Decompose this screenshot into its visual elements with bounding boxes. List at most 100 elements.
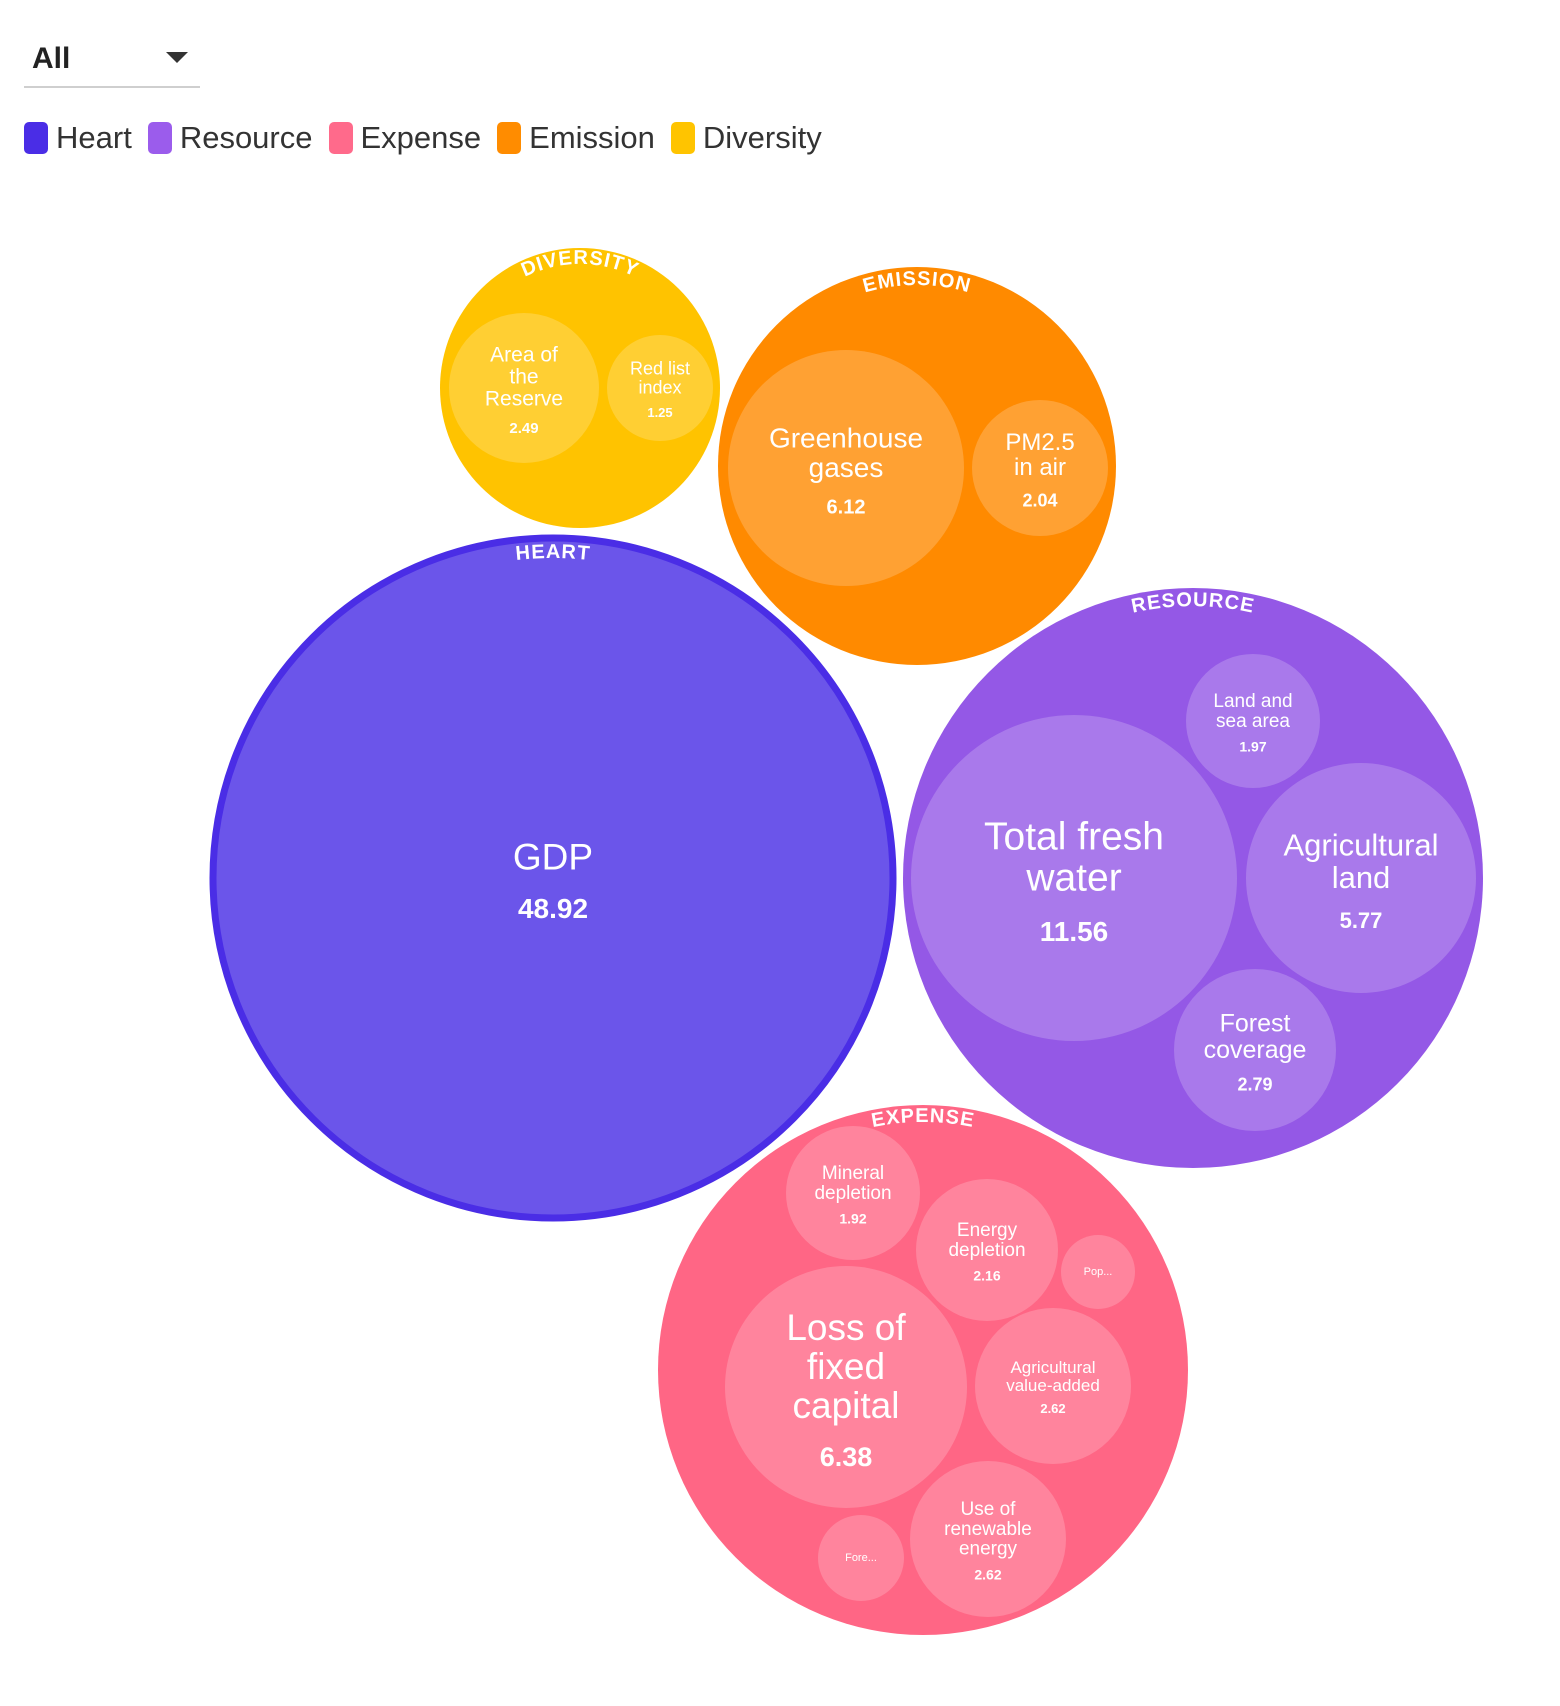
bubble-label: Energy <box>957 1220 1018 1241</box>
legend-label: Expense <box>360 120 482 155</box>
item-bubble[interactable] <box>972 400 1108 536</box>
bubble-label: Fore... <box>845 1552 877 1564</box>
filter-selected-value: All <box>32 42 71 75</box>
bubble-label: PM2.5 <box>1005 429 1074 456</box>
bubble-label: GDP <box>513 836 593 877</box>
legend-swatch <box>328 122 353 154</box>
bubble-label: Forest <box>1220 1010 1291 1038</box>
legend-label: Resource <box>179 120 313 155</box>
caret-down-icon <box>166 52 188 63</box>
bubble-label: energy <box>959 1539 1018 1560</box>
bubble-value: 6.38 <box>820 1442 873 1472</box>
filter-dropdown[interactable]: All <box>24 36 200 88</box>
legend-swatch <box>497 122 522 154</box>
legend-swatch <box>24 122 48 154</box>
item-bubble[interactable] <box>1246 763 1476 993</box>
bubble-heart-0[interactable]: GDP 48.92 <box>513 836 593 924</box>
legend-swatch <box>147 122 172 154</box>
bubble-value: 6.12 <box>827 496 866 518</box>
item-bubble[interactable] <box>916 1179 1058 1321</box>
bubble-label: gases <box>809 452 884 483</box>
item-bubble[interactable] <box>911 715 1237 1041</box>
group-bubble-resource[interactable] <box>903 588 1483 1168</box>
bubble-label: Use of <box>961 1499 1017 1520</box>
bubble-expense-6[interactable]: Fore... <box>818 1515 904 1601</box>
bubble-label: Greenhouse <box>769 423 923 454</box>
item-bubble[interactable] <box>910 1461 1066 1617</box>
bubble-value: 2.49 <box>509 420 538 437</box>
legend-label: Emission <box>529 120 655 155</box>
item-bubble[interactable] <box>725 1266 967 1508</box>
bubble-value: 2.79 <box>1237 1074 1272 1094</box>
bubble-label: renewable <box>944 1519 1032 1540</box>
bubble-label: in air <box>1014 454 1066 481</box>
item-bubble[interactable] <box>975 1308 1131 1464</box>
bubble-label: Red list <box>630 359 690 379</box>
item-bubble[interactable] <box>607 335 713 441</box>
bubble-label: fixed <box>807 1346 885 1387</box>
bubble-label: Land and <box>1213 691 1292 712</box>
bubble-label: the <box>509 366 538 389</box>
legend-item-expense[interactable]: Expense <box>328 120 482 156</box>
bubble-value: 5.77 <box>1340 908 1383 933</box>
bubble-value: 48.92 <box>518 893 588 924</box>
item-bubble[interactable] <box>1186 654 1320 788</box>
bubble-value: 2.16 <box>973 1268 1000 1284</box>
legend-label: Diversity <box>702 120 822 155</box>
item-bubble[interactable] <box>818 1515 904 1601</box>
item-bubble[interactable] <box>449 313 599 463</box>
bubble-label: Loss of <box>786 1307 906 1348</box>
bubble-value: 2.62 <box>1040 1401 1065 1416</box>
group-bubble-heart[interactable] <box>209 534 897 1222</box>
item-bubble[interactable] <box>728 350 964 586</box>
bubble-label: Total fresh <box>984 815 1164 858</box>
bubble-label: Agricultural <box>1283 827 1438 862</box>
bubble-label: water <box>1025 856 1121 899</box>
bubble-value: 1.97 <box>1239 739 1266 755</box>
item-bubble[interactable] <box>1174 969 1336 1131</box>
legend: Heart Resource Expense Emission Diversit… <box>24 120 838 156</box>
bubble-label: Agricultural <box>1010 1358 1095 1377</box>
bubble-label: value-added <box>1006 1376 1100 1395</box>
legend-item-diversity[interactable]: Diversity <box>670 120 822 156</box>
group-bubble-expense[interactable] <box>658 1105 1188 1635</box>
bubble-label: coverage <box>1204 1036 1307 1064</box>
bubble-label: Mineral <box>822 1163 884 1184</box>
item-bubble[interactable] <box>786 1126 920 1260</box>
bubble-label: depletion <box>948 1240 1025 1261</box>
legend-swatch <box>670 122 695 154</box>
bubble-label: Pop... <box>1084 1266 1113 1278</box>
group-label-heart: HEART <box>515 541 592 565</box>
bubble-value: 1.92 <box>839 1211 866 1227</box>
bubble-label: capital <box>793 1385 900 1426</box>
bubble-expense-5[interactable]: Pop... <box>1061 1235 1135 1309</box>
bubble-value: 11.56 <box>1040 916 1109 947</box>
bubble-value: 2.62 <box>974 1567 1001 1583</box>
bubble-label: land <box>1332 860 1391 895</box>
group-bubble-emission[interactable] <box>718 267 1116 665</box>
legend-item-resource[interactable]: Resource <box>147 120 313 156</box>
legend-item-heart[interactable]: Heart <box>24 120 132 156</box>
bubble-group-heart[interactable]: HEART GDP 48.92 <box>209 534 897 1222</box>
group-bubble-diversity[interactable] <box>440 248 720 528</box>
legend-item-emission[interactable]: Emission <box>497 120 655 156</box>
item-bubble[interactable] <box>1061 1235 1135 1309</box>
